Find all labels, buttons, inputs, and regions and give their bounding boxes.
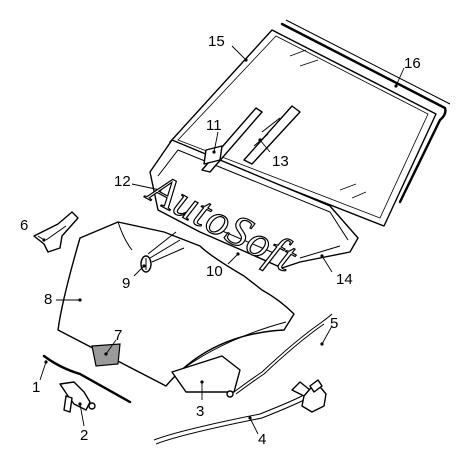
callout-3: 3	[196, 403, 204, 420]
hood-lock	[59, 381, 96, 413]
callout-5: 5	[330, 315, 338, 332]
callout-9: 9	[122, 275, 130, 292]
wiper-arm-right	[243, 105, 301, 165]
callout-1: 1	[32, 379, 40, 396]
callout-2: 2	[80, 427, 88, 444]
windshield-glass	[169, 29, 437, 227]
release-cable-with-handle	[153, 379, 327, 445]
callout-leaders	[37, 45, 405, 435]
callout-16: 16	[404, 55, 421, 72]
hood-front-seal	[42, 354, 132, 404]
callout-10: 10	[206, 263, 223, 280]
callout-6: 6	[20, 217, 28, 234]
washer-nozzle	[140, 255, 152, 273]
callout-14: 14	[336, 271, 353, 288]
sound-insulation-panel	[171, 355, 241, 393]
release-cable	[226, 313, 333, 398]
callout-13: 13	[272, 153, 289, 170]
callout-15: 15	[208, 33, 225, 50]
callout-7: 7	[114, 327, 122, 344]
callout-8: 8	[44, 291, 52, 308]
callout-11: 11	[206, 117, 222, 134]
cowl-panel	[149, 139, 359, 269]
callout-12: 12	[114, 173, 131, 190]
callout-4: 4	[258, 431, 266, 448]
windshield-seal	[280, 19, 451, 204]
wiper-arm-left	[201, 107, 263, 173]
hinge-bracket	[33, 211, 79, 253]
